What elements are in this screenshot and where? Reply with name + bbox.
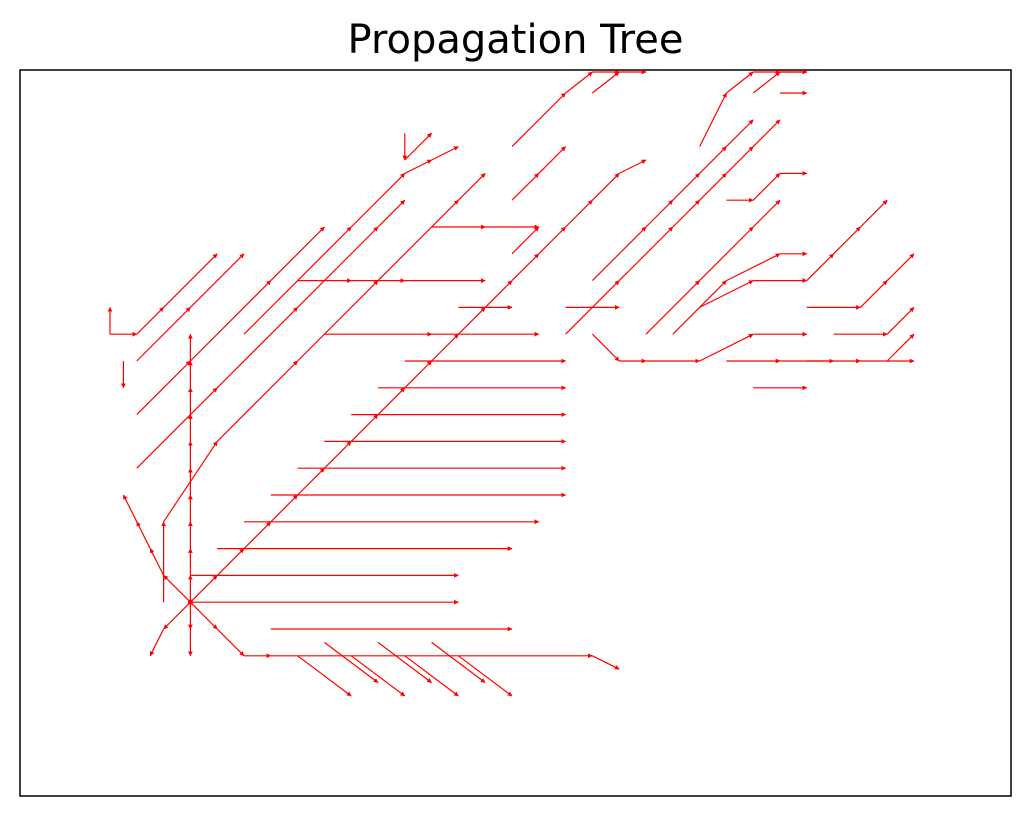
tree-edge <box>163 574 191 603</box>
tree-edge <box>377 199 459 282</box>
tree-edge <box>323 440 352 469</box>
tree-edge <box>458 655 513 697</box>
tree-edge <box>189 601 218 630</box>
tree-edge <box>270 494 299 523</box>
tree-edge <box>189 574 218 603</box>
tree-edge <box>136 360 191 416</box>
tree-edge <box>136 306 165 335</box>
chart-title: Propagation Tree <box>347 17 684 63</box>
tree-edge <box>511 172 540 201</box>
tree-edge <box>484 280 513 308</box>
tree-edge <box>699 146 727 174</box>
tree-edge <box>404 132 433 161</box>
tree-edge <box>431 333 459 362</box>
tree-edge <box>297 226 379 308</box>
tree-edge <box>886 333 915 362</box>
tree-edge <box>645 199 674 228</box>
tree-edge <box>189 280 272 362</box>
tree-edge <box>859 199 888 228</box>
tree-edge <box>431 641 486 684</box>
tree-edge <box>591 172 620 201</box>
tree-edge <box>377 641 432 684</box>
tree-edge <box>404 655 459 697</box>
tree-edge <box>136 387 218 469</box>
tree-edge <box>538 226 567 255</box>
tree-edge <box>699 280 754 308</box>
tree-edge <box>859 280 888 308</box>
tree-edge <box>350 172 406 228</box>
tree-edge <box>565 71 593 94</box>
tree-edge <box>163 441 218 523</box>
tree-edge <box>297 655 352 697</box>
tree-edge <box>457 306 486 335</box>
tree-edge <box>699 172 727 201</box>
tree-edge <box>752 172 781 201</box>
tree-edge <box>216 360 299 442</box>
tree-edge <box>752 199 781 228</box>
tree-edge <box>511 92 567 148</box>
tree-edge <box>404 159 433 174</box>
tree-edge <box>122 494 138 523</box>
tree-edge <box>725 146 754 174</box>
tree-edge <box>806 253 835 282</box>
tree-edge <box>511 226 540 255</box>
tree-edge <box>189 253 245 308</box>
tree-edge <box>699 92 727 147</box>
tree-edge <box>699 333 754 362</box>
tree-edge <box>645 280 701 335</box>
tree-edge <box>672 172 701 201</box>
tree-edge <box>886 253 915 282</box>
nodes-layer <box>187 599 193 605</box>
tree-edge <box>752 71 781 94</box>
tree-edge <box>270 226 325 282</box>
axes-frame <box>19 69 1012 797</box>
tree-edge <box>163 253 218 308</box>
tree-edge <box>163 601 191 630</box>
root-node <box>187 599 193 605</box>
tree-edge <box>431 146 459 161</box>
tree-edge <box>457 172 486 201</box>
tree-edge <box>404 360 433 389</box>
tree-edge <box>511 253 540 282</box>
edges-layer <box>107 69 915 697</box>
tree-edge <box>243 521 272 550</box>
tree-edge <box>592 655 620 670</box>
tree-edge <box>377 199 406 228</box>
tree-edge <box>591 333 620 362</box>
tree-edge <box>726 71 754 94</box>
tree-edge <box>886 306 915 335</box>
tree-edge <box>149 628 165 657</box>
tree-edge <box>377 387 406 416</box>
tree-edge <box>350 655 406 697</box>
tree-edge <box>350 414 379 442</box>
tree-edge <box>725 119 754 148</box>
tree-edge <box>565 280 620 335</box>
tree-edge <box>538 146 567 174</box>
tree-edge <box>592 71 620 94</box>
tree-edge <box>833 226 861 255</box>
tree-edge <box>297 467 325 496</box>
tree-edge <box>591 226 647 282</box>
tree-edge <box>565 199 593 228</box>
tree-edge <box>618 226 674 282</box>
tree-edge <box>216 306 299 389</box>
tree-edge <box>136 521 151 549</box>
tree-edge <box>297 280 379 362</box>
tree-edge <box>672 199 701 228</box>
tree-edge <box>618 159 647 174</box>
tree-edge <box>752 119 781 148</box>
tree-edge <box>136 306 191 362</box>
tree-edge <box>324 641 379 684</box>
tree-edge <box>216 548 245 576</box>
tree-edge <box>216 628 245 657</box>
tree-edge <box>149 548 165 576</box>
tree-edge <box>672 280 727 335</box>
tree-edge <box>699 226 754 282</box>
tree-edge <box>726 253 781 282</box>
